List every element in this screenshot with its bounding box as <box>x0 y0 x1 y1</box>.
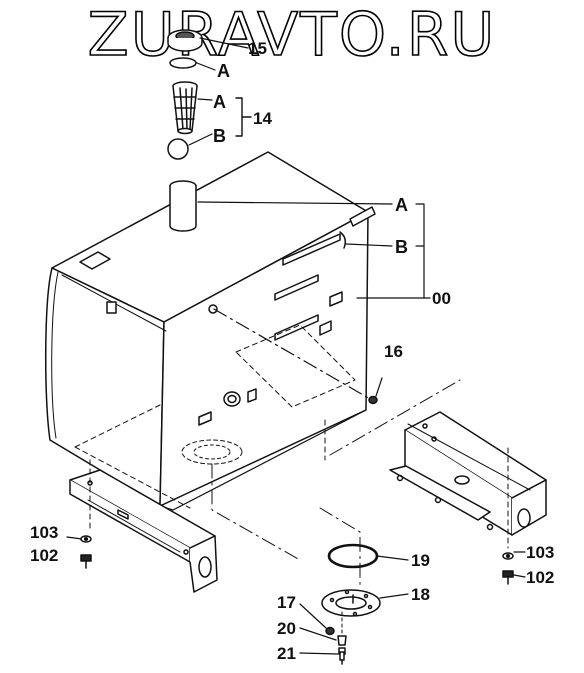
callout-b-tank: B <box>395 237 408 257</box>
leader-19 <box>376 555 409 561</box>
leader-18 <box>379 593 409 599</box>
callout-a-tank: A <box>395 195 408 215</box>
callout-00: 00 <box>432 289 451 308</box>
small-hardware <box>325 611 347 665</box>
strainer <box>172 81 198 135</box>
callout-21: 21 <box>277 644 296 663</box>
callout-a-strainer: A <box>213 92 226 112</box>
callout-103-left: 103 <box>30 523 59 542</box>
callout-18: 18 <box>411 585 430 604</box>
callout-19: 19 <box>411 551 430 570</box>
o-ring-19 <box>327 543 379 569</box>
callout-15: 15 <box>248 39 267 58</box>
dashed-link-center <box>329 379 461 456</box>
o-ring-small <box>169 57 197 69</box>
callout-14: 14 <box>253 109 272 128</box>
leader-lines-hardware <box>299 603 339 655</box>
callout-a-cap: A <box>217 61 230 81</box>
callout-b-ball: B <box>213 126 226 146</box>
callout-17: 17 <box>277 593 296 612</box>
right-washer-bolt <box>502 552 514 585</box>
fuel-tank <box>44 151 376 511</box>
callout-103-right: 103 <box>526 543 555 562</box>
callout-16: 16 <box>384 342 403 361</box>
callout-102-right: 102 <box>526 568 555 587</box>
float-ball <box>167 138 189 160</box>
callout-102-left: 102 <box>30 546 59 565</box>
left-support-bracket <box>69 469 218 593</box>
bracket-14 <box>235 97 252 137</box>
leader-lines-top <box>188 37 249 146</box>
right-support-bracket <box>389 411 547 536</box>
leader-102-left <box>66 536 83 540</box>
filler-cap <box>167 29 203 52</box>
bolt-16 <box>368 395 378 405</box>
dashed-guide-bottom <box>211 463 361 589</box>
left-washer-bolt <box>80 535 92 569</box>
watermark: ZURAVTO.RU <box>87 0 497 70</box>
leader-lines-right-hw <box>513 551 526 578</box>
leader-lines-tank <box>197 201 431 401</box>
callout-20: 20 <box>277 619 296 638</box>
cover-plate-18 <box>321 589 381 617</box>
